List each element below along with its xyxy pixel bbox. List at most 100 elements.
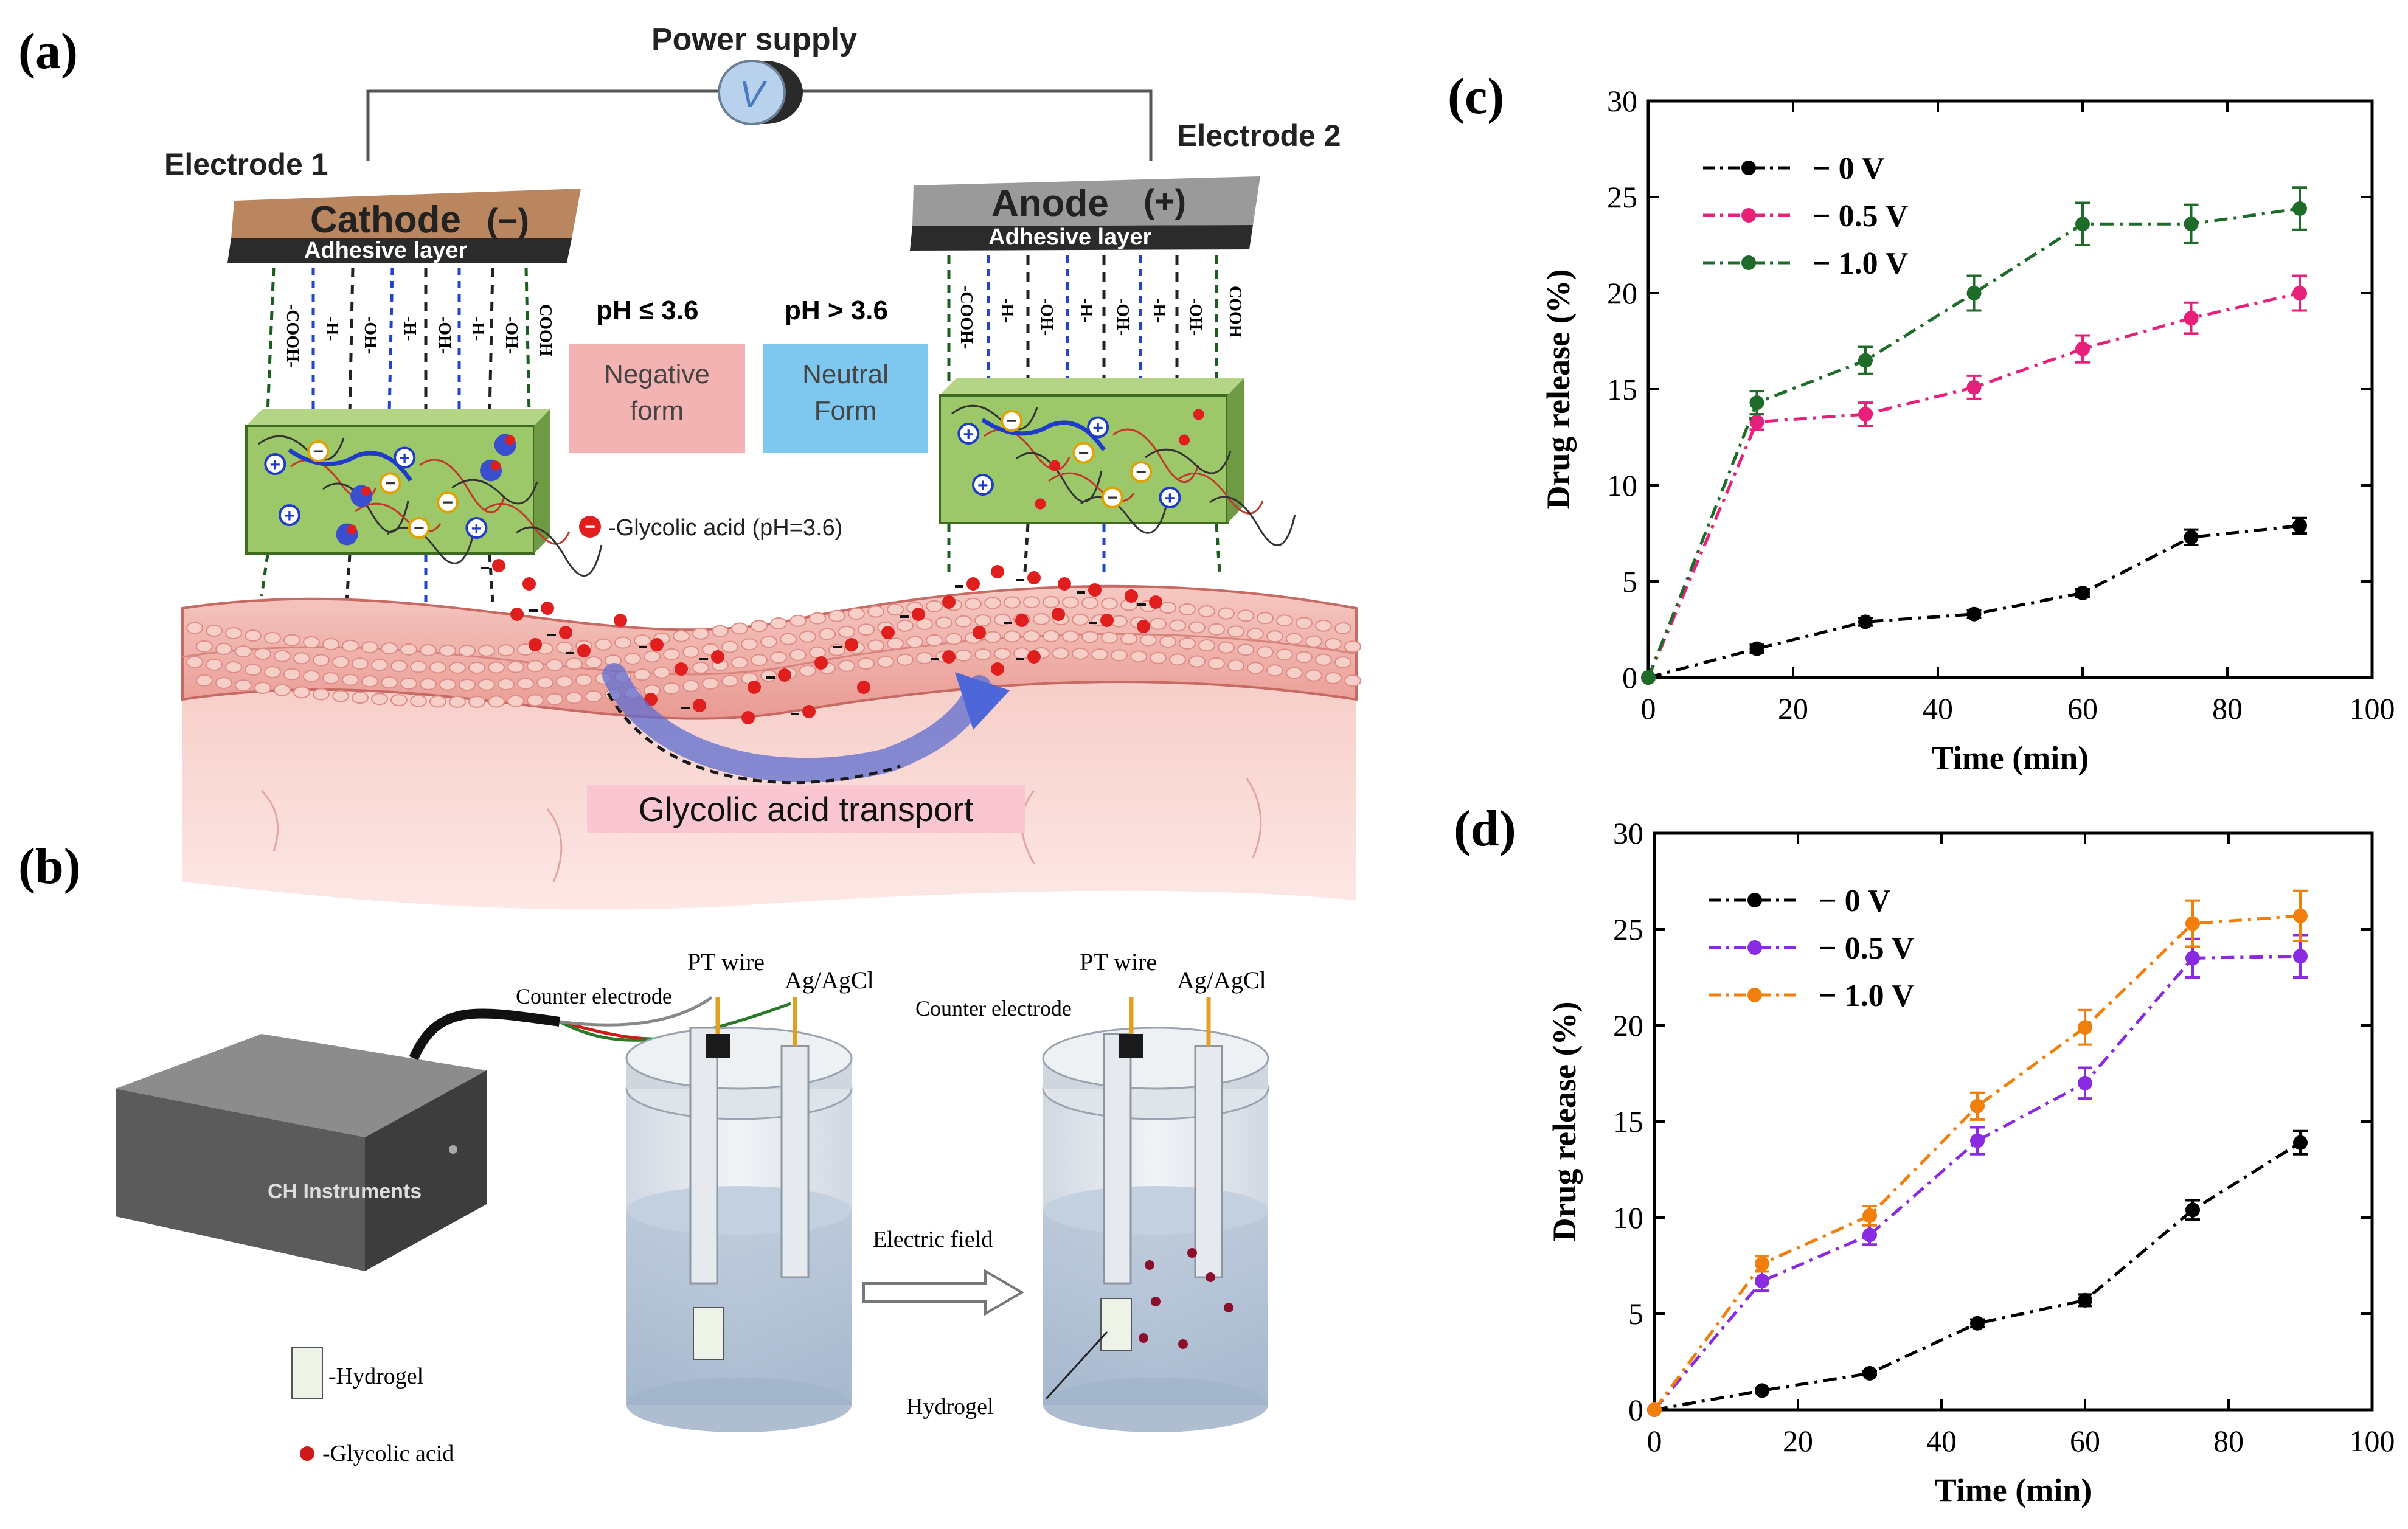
x-axis-label: Time (min) (1935, 1472, 2092, 1508)
x-tick-label: 40 (1926, 1424, 1957, 1458)
chain-label: -H- (400, 316, 419, 341)
data-point (1862, 1365, 1877, 1381)
cathode-plate (231, 189, 581, 238)
legend-marker (1741, 255, 1756, 270)
data-point (2184, 217, 2199, 232)
chain-label: -OH- (1113, 298, 1132, 336)
data-point (2078, 1020, 2092, 1035)
x-tick-label: 60 (2067, 692, 2098, 726)
data-point (2185, 1202, 2200, 1218)
glycolic-acid-legend: − -Glycolic acid (pH=3.6) (579, 515, 842, 541)
glycolic-acid-icon (579, 516, 601, 538)
legend-label: − 0.5 V (1819, 931, 1914, 966)
data-point (1749, 395, 1764, 411)
data-point (1966, 606, 1982, 622)
power-supply-label: Power supply (651, 22, 857, 57)
transport-arrow (602, 663, 991, 783)
x-tick-label: 80 (2212, 692, 2243, 726)
data-point (2184, 530, 2199, 545)
glycolic-acid-particles (481, 559, 1162, 724)
glycolic-sign: − (585, 517, 595, 537)
neutral-form-line2: Form (814, 396, 877, 426)
panel-b: (b) CH Instruments (18, 838, 1269, 1466)
cathode-adhesive-layer (227, 238, 572, 263)
x-tick-label: 0 (1647, 1424, 1662, 1458)
data-point (2185, 916, 2200, 931)
anode-label: Anode (991, 182, 1109, 224)
hydrogel-label: Hydrogel (906, 1394, 994, 1420)
x-tick-label: 100 (2350, 692, 2395, 726)
svg-text:+: + (284, 506, 295, 526)
cathode-label: Cathode (310, 199, 461, 241)
y-axis-label: Drug release (%) (1546, 1002, 1583, 1242)
data-point (1755, 1256, 1769, 1271)
y-tick-label: 30 (1607, 84, 1637, 118)
chain-label: -COOH- (957, 286, 976, 349)
glycolic-legend-icon (300, 1446, 314, 1461)
y-tick-label: 0 (1622, 660, 1637, 695)
electrochemical-cell-2 (1042, 997, 1269, 1432)
data-point (2293, 908, 2308, 923)
ph-low-label: pH ≤ 3.6 (596, 296, 698, 325)
data-point (1858, 407, 1873, 422)
electrochemical-cell-1 (625, 997, 853, 1432)
x-tick-label: 80 (2213, 1424, 2244, 1458)
polymer-chains-right (947, 255, 1218, 389)
legend-label: − 1.0 V (1813, 246, 1908, 281)
hydrogel-legend-text: -Hydrogel (328, 1364, 423, 1389)
data-point (2293, 949, 2308, 964)
plot-frame (1646, 99, 2374, 679)
transport-path (606, 692, 901, 785)
anode-adhesive-label: Adhesive layer (988, 224, 1151, 250)
y-tick-label: 10 (1613, 1201, 1643, 1235)
chain-label: -H- (1077, 298, 1095, 322)
y-tick-label: 20 (1607, 276, 1637, 310)
chain-label: -H- (1150, 298, 1168, 322)
data-point (1749, 641, 1764, 656)
data-point (2184, 311, 2199, 326)
x-tick-label: 100 (2350, 1424, 2395, 1458)
negative-form-line2: form (630, 396, 684, 426)
data-point (2293, 1135, 2308, 1150)
y-tick-label: 0 (1628, 1393, 1643, 1427)
glycolic-legend-text-b: -Glycolic acid (322, 1441, 454, 1466)
y-tick-label: 30 (1613, 816, 1643, 850)
transport-label-box (587, 785, 1025, 833)
cathode-adhesive-label: Adhesive layer (304, 238, 467, 263)
legend-marker (1741, 161, 1756, 175)
svg-text:+: + (1165, 488, 1176, 508)
chain-label: -OH- (435, 316, 454, 354)
chain-label: -COOH- (283, 304, 302, 367)
negative-form-box (569, 344, 745, 453)
data-point (1970, 1316, 1985, 1331)
chain-label: -OH- (1037, 298, 1056, 336)
data-point (1966, 380, 1982, 395)
x-tick-label: 20 (1783, 1424, 1813, 1458)
y-tick-label: 25 (1613, 912, 1643, 946)
legend-label: − 0 V (1819, 884, 1890, 918)
svg-text:+: + (1092, 418, 1103, 439)
counter-electrode-label-1: Counter electrode (516, 984, 672, 1008)
electrode1-label: Electrode 1 (164, 147, 328, 181)
chain-label: -OH- (1186, 298, 1205, 336)
data-point (2185, 951, 2200, 966)
svg-text:−: − (1107, 488, 1118, 508)
chain-labels-right: -COOH- -H- -OH- -H- -OH- -H- -OH- COOH (957, 286, 1244, 349)
data-point (1641, 670, 1656, 685)
data-point (1858, 353, 1873, 368)
y-tick-label: 20 (1613, 1008, 1643, 1042)
neutral-form-line1: Neutral (802, 359, 889, 389)
data-point (1749, 414, 1764, 429)
data-point (1970, 1098, 1985, 1114)
anode-adhesive-layer (910, 225, 1253, 251)
data-point (2292, 286, 2307, 300)
svg-text:+: + (977, 476, 988, 496)
negative-form-line1: Negative (604, 359, 710, 389)
legend-label: − 0.5 V (1813, 199, 1908, 234)
y-tick-label: 15 (1607, 372, 1637, 406)
svg-text:−: − (414, 518, 425, 538)
panel-label: (d) (1454, 800, 1516, 857)
chains-below-gels (260, 524, 1221, 603)
